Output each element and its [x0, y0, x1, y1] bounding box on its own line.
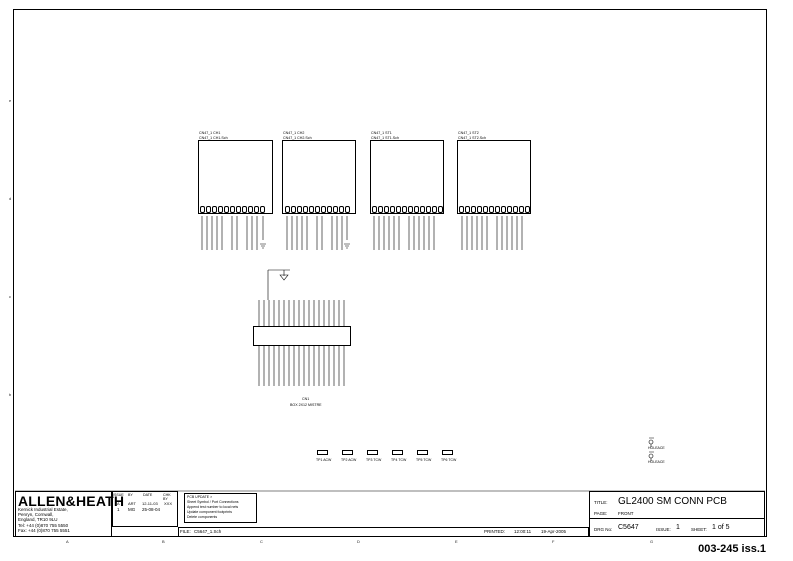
- zone-label-c: c: [9, 294, 11, 299]
- connector-pins-ch2: [285, 206, 350, 213]
- connector-sub-ch1: CN47_1 CH1.Sch: [199, 136, 228, 140]
- address-line-1: Kernick Industrial Estate,: [18, 507, 68, 512]
- connector-ref-st1: CN47_1 ST1: [371, 131, 392, 135]
- connector-ref-ch2: CN47_1 CH2: [283, 131, 305, 135]
- file-label: FILE:: [180, 529, 191, 534]
- connector-sub-st1: CN47_1 ST1.Sch: [371, 136, 399, 140]
- drg-value: C5647: [618, 524, 639, 531]
- document-id: 003-245 iss.1: [698, 543, 766, 555]
- sheet-label: SHEET:: [691, 527, 707, 532]
- ribbon-connector-body: [253, 326, 351, 346]
- printed-time: 12:00:11: [514, 529, 532, 534]
- ribbon-connector-ref: CN1: [302, 397, 310, 401]
- sheet-value: 1 of 5: [712, 524, 730, 531]
- zone-label-D: D: [357, 539, 360, 544]
- initial-date: 12-11-03: [142, 501, 158, 506]
- change-line-2: Sheet Symbol / Port Connections: [187, 500, 239, 504]
- company-logo: ALLEN&HEATH: [18, 493, 125, 509]
- by-val: MG: [128, 507, 136, 512]
- zone-label-B: B: [162, 539, 165, 544]
- file-value: C5647_1.Sch: [194, 529, 222, 534]
- test-point-label-1: TP1 ACW: [316, 458, 332, 462]
- change-line-4: Update component footprints: [187, 510, 232, 514]
- ribbon-connector-desc: BOX 2X12 MISTRE: [290, 403, 322, 407]
- art-label: ART: [128, 501, 136, 506]
- connector-ref-st2: CN47_1 ST2: [458, 131, 479, 135]
- test-point-label-4: TP4 TCW: [391, 458, 407, 462]
- zone-label-e: e: [9, 98, 12, 103]
- drawing-title: GL2400 SM CONN PCB: [618, 496, 727, 507]
- printed-date: 19-Apr-2005: [541, 529, 567, 534]
- side-pad-label-1: HOLEACE: [648, 446, 665, 450]
- date-val: 25-08-04: [142, 507, 161, 512]
- test-point-4: [392, 450, 403, 455]
- connector-sub-ch2: CN47_1 CH2.Sch: [283, 136, 312, 140]
- zone-label-G: G: [650, 539, 654, 544]
- zone-label-b: b: [9, 392, 12, 397]
- connector-pins-ch1: [200, 206, 265, 213]
- issue-val: 1: [117, 507, 120, 512]
- test-point-label-2: TP2 ACW: [341, 458, 357, 462]
- issue-no-label: ISSUE:: [656, 527, 671, 532]
- test-point-1: [317, 450, 328, 455]
- issue-table: [112, 491, 178, 527]
- test-point-3: [367, 450, 378, 455]
- zone-label-E: E: [455, 539, 458, 544]
- date-header: DATE: [143, 493, 153, 497]
- change-line-5: Delete components: [187, 515, 218, 519]
- title-label: TITLE:: [594, 500, 608, 505]
- zone-label-d: d: [9, 196, 12, 201]
- connector-pins-st2: [459, 206, 530, 213]
- title-block-company: [15, 491, 112, 537]
- issue-no-value: 1: [676, 524, 680, 531]
- connector-pins-st1: [372, 206, 443, 213]
- zone-label-C: C: [260, 539, 263, 544]
- test-point-label-5: TP5 TCW: [416, 458, 432, 462]
- chk-header: CHK BY: [163, 493, 171, 501]
- test-point-2: [342, 450, 353, 455]
- side-pad-label-2: HOLEACE: [648, 460, 665, 464]
- change-line-1: PCB UPDATE >: [187, 495, 213, 499]
- zone-label-A: A: [66, 539, 69, 544]
- changes-box: [184, 493, 257, 523]
- change-line-3: Append test number to local nets: [187, 505, 239, 509]
- drg-label: DRG No:: [594, 527, 613, 532]
- page-value: FRONT: [618, 511, 634, 516]
- test-point-label-3: TP3 TCW: [366, 458, 382, 462]
- title-area: [589, 491, 765, 537]
- issue-header: ISSUE: [113, 493, 124, 497]
- connector-sub-st2: CN47_1 ST2.Sch: [458, 136, 486, 140]
- connector-block-ch1: [198, 140, 273, 214]
- connector-ref-ch1: CN47_1 CH1: [199, 131, 221, 135]
- address-line-3: England, TR10 9LU: [18, 517, 58, 522]
- test-point-6: [442, 450, 453, 455]
- connector-block-ch2: [282, 140, 356, 214]
- page-label: PAGE:: [594, 511, 608, 516]
- row-a: A: [117, 501, 120, 506]
- by-header: BY: [128, 493, 133, 497]
- connector-block-st2: [457, 140, 531, 214]
- fax-line: Fax: +44 (0)870 755 5551: [18, 528, 70, 533]
- address-line-2: Penryn, Cornwall,: [18, 512, 54, 517]
- file-row: [178, 527, 589, 537]
- test-point-label-6: TP6 TCW: [441, 458, 457, 462]
- zone-label-F: F: [552, 539, 555, 544]
- connector-block-st1: [370, 140, 444, 214]
- printed-label: PRINTED:: [484, 529, 506, 534]
- title-row-divider: [589, 518, 765, 519]
- test-point-5: [417, 450, 428, 455]
- chk-val: XXX: [164, 501, 173, 506]
- tel-line: Tel: +44 (0)870 755 5550: [18, 523, 69, 528]
